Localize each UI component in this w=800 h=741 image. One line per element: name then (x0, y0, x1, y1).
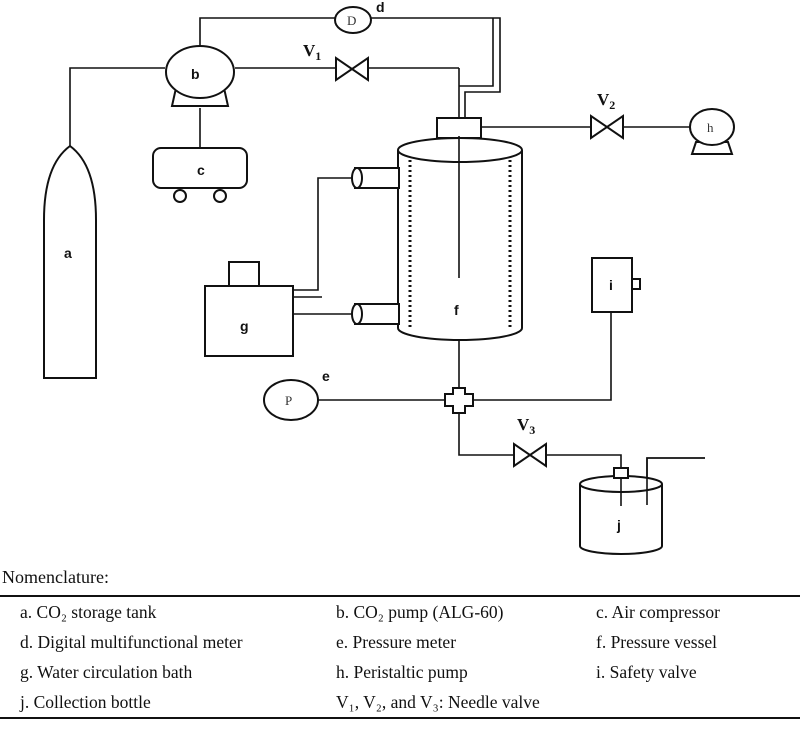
nomenclature-entry: g. Water circulation bath (20, 661, 193, 682)
nomenclature-entry: V₁, V₂, and V₃: Needle valve (336, 691, 540, 712)
nomenclature-entry: d. Digital multifunctional meter (20, 631, 243, 652)
label-j: j (616, 517, 621, 533)
co2-pump: b (165, 45, 235, 107)
nomenclature-entry: b. CO₂ pump (ALG-60) (336, 601, 504, 622)
peristaltic-pump: h (689, 108, 735, 155)
meter-p-symbol: P (285, 393, 292, 408)
nomenclature-row: g. Water circulation bath h. Peristaltic … (0, 657, 800, 687)
label-a: a (64, 245, 72, 261)
valve-v3-label: V3 (517, 415, 535, 437)
label-i: i (609, 277, 613, 293)
nomenclature-entry: i. Safety valve (596, 661, 697, 682)
pressure-vessel: f (397, 117, 523, 341)
collection-bottle: j (579, 457, 705, 555)
cross-fitting (444, 387, 474, 414)
needle-valve-v2: V2 (590, 90, 624, 140)
needle-valve-v1: V1 (303, 41, 369, 82)
nomenclature-body: a. CO₂ storage tank b. CO₂ pump (ALG-60) c… (0, 597, 800, 717)
digital-multifunctional-meter: D d (334, 0, 385, 34)
label-h: h (707, 120, 714, 135)
table-bottom-rule (0, 717, 800, 719)
nomenclature-entry: c. Air compressor (596, 601, 720, 622)
nomenclature-table: a. CO₂ storage tank b. CO₂ pump (ALG-60) c… (0, 595, 800, 719)
label-f: f (454, 302, 459, 318)
label-d: d (376, 0, 385, 15)
nomenclature-heading: Nomenclature: (2, 567, 109, 587)
label-c: c (197, 162, 205, 178)
meter-d-symbol: D (347, 13, 356, 28)
needle-valve-v3: V3 (513, 415, 547, 468)
pressure-meter: P e (263, 368, 330, 421)
water-circulation-bath: g (204, 261, 294, 357)
nomenclature-row: a. CO₂ storage tank b. CO₂ pump (ALG-60) c… (0, 597, 800, 627)
co2-storage-tank: a (43, 144, 97, 379)
nomenclature-entry (596, 687, 800, 717)
label-b: b (191, 66, 200, 82)
jacket-port-lower (351, 303, 400, 325)
nomenclature-entry: j. Collection bottle (20, 691, 151, 712)
nomenclature-entry: a. CO₂ storage tank (20, 601, 157, 622)
nomenclature-entry: f. Pressure vessel (596, 631, 718, 652)
nomenclature-row: j. Collection bottle V₁, V₂, and V₃: Need… (0, 687, 800, 717)
label-g: g (240, 318, 249, 334)
nomenclature-entry: e. Pressure meter (336, 631, 457, 652)
valve-v2-label: V2 (597, 90, 615, 112)
label-e: e (322, 368, 330, 384)
nomenclature-entry: h. Peristaltic pump (336, 661, 468, 682)
nomenclature-row: d. Digital multifunctional meter e. Press… (0, 627, 800, 657)
jacket-port-upper (351, 167, 400, 189)
safety-valve: i (591, 257, 641, 313)
valve-v1-label: V1 (303, 41, 321, 63)
air-compressor: c (152, 147, 248, 203)
apparatus-diagram: a b c D d V1 f (43, 0, 735, 555)
table-top-rule (0, 595, 800, 597)
